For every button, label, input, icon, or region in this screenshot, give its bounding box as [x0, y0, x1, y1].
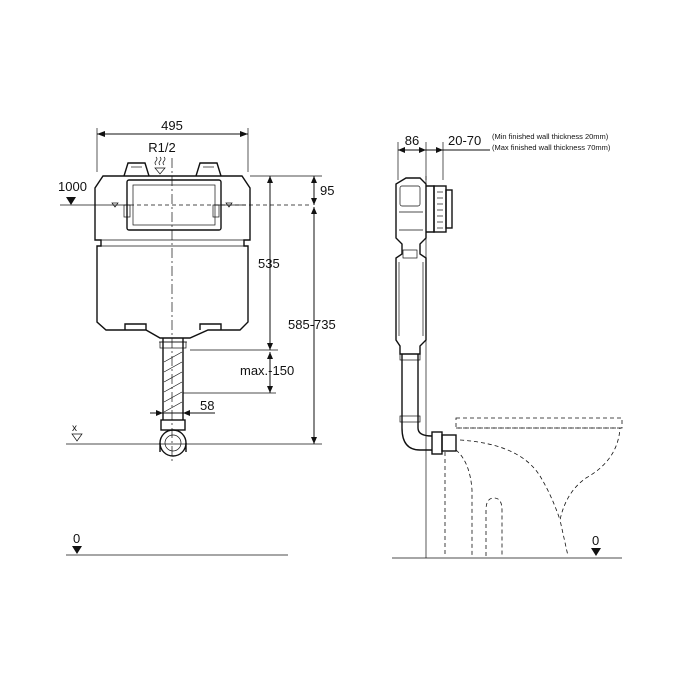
- level-0-front: 0: [66, 531, 288, 556]
- note-max-wall: (Max finished wall thickness 70mm): [492, 143, 611, 152]
- dim-585-735: 585-735: [288, 207, 336, 444]
- note-min-wall: (Min finished wall thickness 20mm): [492, 132, 609, 141]
- dim-95-label: 95: [320, 183, 334, 198]
- dim-495-label: 495: [161, 118, 183, 133]
- front-view: 495 R1/2: [58, 118, 336, 556]
- flush-pipe: [159, 338, 187, 457]
- dim-max150-label: max.-150: [240, 363, 294, 378]
- dim-585-735-label: 585-735: [288, 317, 336, 332]
- dim-20-70: 20-70 (Min finished wall thickness 20mm)…: [426, 132, 611, 180]
- dim-86: 86: [397, 133, 427, 180]
- dim-20-70-label: 20-70: [448, 133, 481, 148]
- water-inlet-symbol: [154, 156, 166, 175]
- dim-58: 58: [150, 398, 215, 420]
- flush-pipe-side: [399, 353, 457, 455]
- side-view: 86 20-70 (Min finished wall thickness 20…: [392, 132, 623, 559]
- cistern-side: [395, 177, 453, 355]
- dim-86-label: 86: [405, 133, 419, 148]
- level-x-label: x: [72, 423, 77, 434]
- connection-label: R1/2: [148, 140, 175, 155]
- cistern-frame: [94, 162, 251, 339]
- level-0-side: 0: [392, 533, 622, 559]
- level-x: x: [66, 423, 322, 445]
- dim-535-label: 535: [258, 256, 280, 271]
- dim-max150: max.-150: [183, 352, 294, 394]
- level-1000: 1000: [58, 179, 310, 206]
- level-0-front-label: 0: [73, 531, 80, 546]
- dim-58-label: 58: [200, 398, 214, 413]
- level-1000-label: 1000: [58, 179, 87, 194]
- dim-95: 95: [250, 175, 334, 205]
- level-0-side-label: 0: [592, 533, 599, 548]
- dim-495: 495: [96, 118, 249, 172]
- dim-535: 535: [190, 176, 280, 351]
- wc-pan: [444, 417, 623, 557]
